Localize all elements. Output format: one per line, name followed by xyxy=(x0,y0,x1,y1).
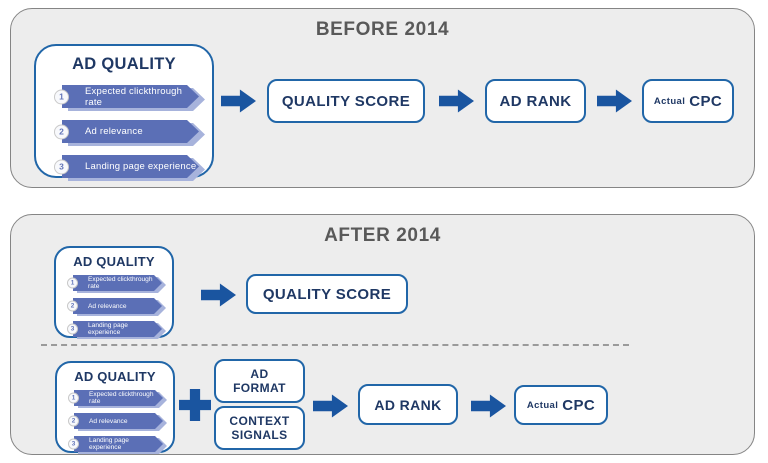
quality-factor-banner: Expected clickthrough rate 1 xyxy=(68,390,163,406)
banner-arrow-shape: Expected clickthrough rate xyxy=(73,275,162,291)
factor-number-badge: 3 xyxy=(68,438,79,450)
quality-factor-banner: Landing page experience 3 xyxy=(67,321,162,337)
factor-label: Ad relevance xyxy=(89,417,128,425)
ad-format-label: AD FORMAT xyxy=(233,367,286,396)
quality-factor-list: Expected clickthrough rate 1 Ad relevanc… xyxy=(68,390,163,452)
flow-arrow-icon xyxy=(439,89,474,113)
banner-arrow-shape: Expected clickthrough rate xyxy=(62,85,199,108)
banner-arrow-shape: Landing page experience xyxy=(73,321,162,337)
ad-quality-title: AD QUALITY xyxy=(73,254,155,269)
factor-number-badge: 2 xyxy=(54,124,69,139)
actual-cpc-box: Actual CPC xyxy=(642,79,734,123)
ad-quality-box-after-top: AD QUALITY Expected clickthrough rate 1 … xyxy=(54,246,174,338)
ad-quality-box-before: AD QUALITY Expected clickthrough rate 1 … xyxy=(34,44,214,178)
quality-factor-banner: Ad relevance 2 xyxy=(54,120,199,143)
context-signals-line1: CONTEXT xyxy=(229,413,290,428)
panel-after-title: AFTER 2014 xyxy=(324,225,441,246)
panel-after-2014: AFTER 2014 AD QUALITY Expected clickthro… xyxy=(10,214,755,455)
factor-label: Ad relevance xyxy=(88,302,127,310)
factor-number-badge: 1 xyxy=(68,392,79,404)
ad-format-line2: FORMAT xyxy=(233,381,286,395)
quality-score-box: QUALITY SCORE xyxy=(267,79,425,123)
factor-number-badge: 1 xyxy=(67,277,78,289)
context-signals-line2: SIGNALS xyxy=(231,428,288,442)
flow-arrow-icon xyxy=(471,394,506,418)
flow-arrow-icon xyxy=(201,283,236,307)
plus-icon xyxy=(179,389,211,421)
ad-rank-box: AD RANK xyxy=(485,79,586,123)
cpc-label: CPC xyxy=(689,92,723,110)
factor-number-badge: 3 xyxy=(67,323,78,335)
banner-arrow-shape: Ad relevance xyxy=(73,298,162,314)
actual-label: Actual xyxy=(653,95,686,107)
banner-arrow-shape: Landing page experience xyxy=(62,155,199,178)
factor-number-badge: 3 xyxy=(54,159,69,174)
ad-format-line1: AD xyxy=(250,366,269,381)
quality-score-box: QUALITY SCORE xyxy=(246,274,408,314)
quality-factor-banner: Expected clickthrough rate 1 xyxy=(54,85,199,108)
factor-label: Ad relevance xyxy=(85,126,143,137)
factor-label: Landing page experience xyxy=(88,322,128,336)
factor-label: Landing page experience xyxy=(89,437,129,451)
quality-factor-list: Expected clickthrough rate 1 Ad relevanc… xyxy=(67,275,162,337)
banner-arrow-shape: Landing page experience xyxy=(74,436,163,452)
factor-label: Expected clickthrough rate xyxy=(89,391,154,405)
ad-format-box: AD FORMAT xyxy=(214,359,305,403)
ad-quality-title: AD QUALITY xyxy=(72,55,176,73)
ad-rank-box: AD RANK xyxy=(358,384,458,425)
cpc-label: CPC xyxy=(562,396,596,414)
flow-arrow-icon xyxy=(221,89,256,113)
context-signals-box: CONTEXT SIGNALS xyxy=(214,406,305,450)
banner-arrow-shape: Expected clickthrough rate xyxy=(74,390,163,406)
factor-number-badge: 2 xyxy=(67,300,78,312)
banner-arrow-shape: Ad relevance xyxy=(74,413,163,429)
flow-arrow-icon xyxy=(313,394,348,418)
ad-quality-title: AD QUALITY xyxy=(74,369,156,384)
banner-arrow-shape: Ad relevance xyxy=(62,120,199,143)
ad-quality-box-after-bottom: AD QUALITY Expected clickthrough rate 1 … xyxy=(55,361,175,453)
factor-label: Landing page experience xyxy=(85,161,197,172)
actual-cpc-box: Actual CPC xyxy=(514,385,608,425)
factor-number-badge: 1 xyxy=(54,89,69,104)
context-signals-label: CONTEXT SIGNALS xyxy=(229,414,289,443)
factor-label: Expected clickthrough rate xyxy=(88,276,153,290)
panel-before-title: BEFORE 2014 xyxy=(315,19,450,40)
quality-factor-banner: Expected clickthrough rate 1 xyxy=(67,275,162,291)
quality-factor-banner: Landing page experience 3 xyxy=(68,436,163,452)
factor-label: Expected clickthrough rate xyxy=(85,85,183,108)
quality-factor-banner: Ad relevance 2 xyxy=(67,298,162,314)
dashed-divider xyxy=(41,344,629,346)
panel-before-2014: BEFORE 2014 AD QUALITY Expected clickthr… xyxy=(10,8,755,188)
quality-factor-banner: Landing page experience 3 xyxy=(54,155,199,178)
actual-label: Actual xyxy=(526,399,559,411)
flow-arrow-icon xyxy=(597,89,632,113)
quality-factor-list: Expected clickthrough rate 1 Ad relevanc… xyxy=(54,85,199,178)
factor-number-badge: 2 xyxy=(68,415,79,427)
quality-factor-banner: Ad relevance 2 xyxy=(68,413,163,429)
